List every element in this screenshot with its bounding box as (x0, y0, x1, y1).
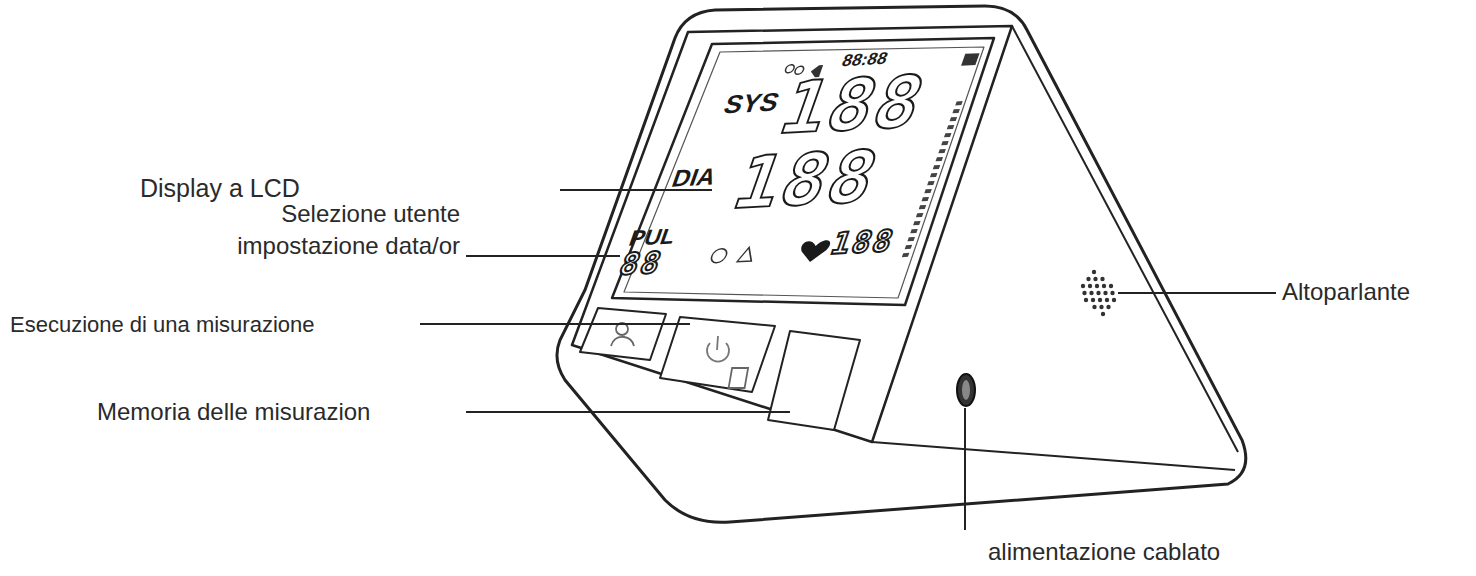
bar-segment (950, 117, 958, 121)
grille-dot (1081, 284, 1085, 288)
bar-segment (927, 181, 935, 185)
grille-dot (1100, 277, 1104, 281)
bar-segment (907, 237, 915, 241)
user-icon (611, 337, 634, 346)
grille-dot (1112, 298, 1116, 302)
lcd-frame (612, 38, 994, 305)
front-face (572, 26, 1012, 442)
power-icon (717, 336, 718, 350)
grille-dot (1092, 305, 1096, 309)
bar-segment (955, 101, 963, 105)
leader-line (964, 408, 966, 530)
power-socket (962, 380, 970, 400)
heart-icon (796, 240, 832, 263)
part-label: Esecuzione di una misurazione (10, 309, 315, 341)
grille-dot (1098, 298, 1102, 302)
pulse-digits: 188 (827, 226, 899, 259)
bar-segment (952, 109, 960, 113)
power-socket (957, 374, 975, 406)
bar-segment (930, 173, 938, 177)
bar-segment (933, 165, 941, 169)
side-edge (1012, 26, 1238, 452)
grille-dot (1099, 305, 1103, 309)
power-button (660, 317, 775, 392)
grille-dot (1110, 291, 1114, 295)
grille-dot (1103, 291, 1107, 295)
sys-label: SYS (721, 89, 783, 118)
bar-segment (936, 157, 944, 161)
grille-dot (1086, 277, 1090, 281)
user-button (580, 308, 666, 360)
bar-segment (910, 229, 918, 233)
grille-dot (1102, 284, 1106, 288)
grille-dot (1096, 291, 1100, 295)
housing (557, 6, 1246, 522)
grille-dot (1105, 298, 1109, 302)
grille-dot (1095, 284, 1099, 288)
grille-dot (1109, 284, 1113, 288)
leader-line (1118, 292, 1276, 294)
bar-segment (924, 189, 932, 193)
warning-icon (737, 247, 756, 262)
part-label: Memoria delle misurazion (97, 396, 370, 428)
bar-segment (919, 205, 927, 209)
part-label: Altoparlante (1282, 276, 1410, 308)
bar-segment (938, 149, 946, 153)
grille-dot (1106, 305, 1110, 309)
bar-segment (921, 197, 929, 201)
memory-icon (729, 368, 749, 388)
bar-segment (941, 141, 949, 145)
systolic-digits: 188 (771, 65, 935, 144)
time-readout: 88:88 (840, 50, 890, 69)
bar-segment (905, 245, 913, 249)
leader-line (420, 323, 690, 325)
bar-segment (913, 221, 921, 225)
speaker-grille (1081, 270, 1116, 316)
diastolic-digits: 188 (725, 140, 889, 219)
memory-button (768, 331, 860, 430)
grille-dot (1088, 284, 1092, 288)
part-label: alimentazione cablato (988, 536, 1220, 568)
grille-dot (1092, 270, 1096, 274)
bar-segment (916, 213, 924, 217)
pul-label: PUL (626, 225, 679, 249)
status-icon (961, 53, 979, 66)
leader-line (466, 255, 620, 257)
grille-dot (1089, 291, 1093, 295)
bar-segment (944, 133, 952, 137)
part-label: Display a LCD (140, 172, 300, 204)
irregular-icon (709, 248, 728, 263)
grille-dot (1091, 298, 1095, 302)
user-icon (784, 65, 795, 73)
grille-dot (1082, 291, 1086, 295)
grille-dot (1101, 312, 1105, 316)
bar-segment (947, 125, 955, 129)
base-edge (872, 442, 1235, 470)
dia-label: DIA (669, 165, 720, 191)
bar-segment (902, 253, 910, 257)
part-label: Selezione utente impostazione data/or (170, 198, 460, 262)
lcd-inner-frame (624, 47, 984, 298)
grille-dot (1084, 298, 1088, 302)
leader-line (466, 411, 790, 413)
grille-dot (1093, 277, 1097, 281)
